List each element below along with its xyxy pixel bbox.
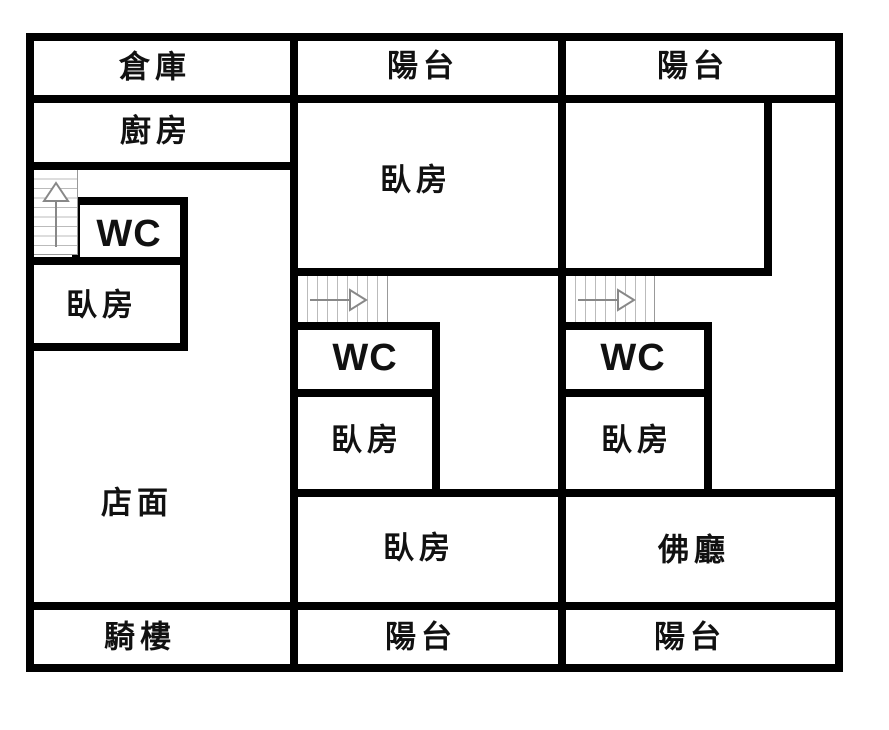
wall-outer-top [26, 33, 843, 41]
room-label-balcony-bottom-right: 陽台 [654, 619, 726, 655]
room-label-wc-mid: WC [332, 337, 398, 379]
wall-outer-left [26, 33, 34, 672]
wall-top-band-bottom [26, 95, 843, 103]
right-arrow-icon [310, 288, 368, 312]
wall-right-wc-bottom [558, 389, 712, 397]
wall-divider-mid-right [558, 33, 566, 672]
wall-left-wc-bed-divider [26, 257, 188, 265]
wall-mid-wc-top [290, 322, 440, 330]
room-label-storefront: 店面 [101, 485, 173, 521]
room-label-kitchen: 廚房 [120, 113, 192, 149]
room-label-bedroom-top-mid: 臥房 [380, 162, 452, 198]
wall-left-bedroom-bottom [26, 343, 188, 351]
wall-left-wc-top [72, 197, 188, 205]
right-arrow-icon [578, 288, 636, 312]
up-arrow-icon [42, 181, 70, 247]
wall-divider-left-mid [290, 33, 298, 672]
room-label-balcony-top-right: 陽台 [657, 48, 729, 84]
wall-right-wc-top [558, 322, 712, 330]
room-label-balcony-bottom-mid: 陽台 [385, 619, 457, 655]
wall-right-room-bottom [558, 268, 772, 276]
room-label-bedroom-mid-large: 臥房 [383, 530, 455, 566]
wall-right-inner-vertical [704, 322, 712, 497]
staircase-left [34, 170, 78, 255]
staircase-right [566, 276, 655, 322]
room-label-wc-left: WC [96, 213, 162, 255]
room-label-storage: 倉庫 [119, 49, 191, 85]
wall-right-small-bed-bottom [558, 489, 843, 497]
room-label-bedroom-mid-small: 臥房 [331, 422, 403, 458]
room-label-wc-right: WC [600, 337, 666, 379]
wall-kitchen-bottom [26, 162, 298, 170]
wall-mid-small-bed-bottom [290, 489, 566, 497]
wall-mid-bedroom-top-bottom [290, 268, 566, 276]
wall-outer-right [835, 33, 843, 672]
room-label-arcade: 騎樓 [104, 619, 176, 655]
wall-outer-bottom [26, 664, 843, 672]
staircase-middle [298, 276, 388, 322]
room-label-bedroom-left: 臥房 [66, 287, 138, 323]
room-label-bedroom-right-small: 臥房 [601, 422, 673, 458]
wall-bottom-band-top [26, 602, 843, 610]
room-label-buddha-hall: 佛廳 [658, 532, 730, 568]
wall-left-wc-bed-right [180, 197, 188, 351]
wall-right-room-right [764, 95, 772, 276]
wall-mid-inner-vertical [432, 322, 440, 497]
wall-mid-wc-bottom [290, 389, 440, 397]
room-label-balcony-top-mid: 陽台 [387, 48, 459, 84]
